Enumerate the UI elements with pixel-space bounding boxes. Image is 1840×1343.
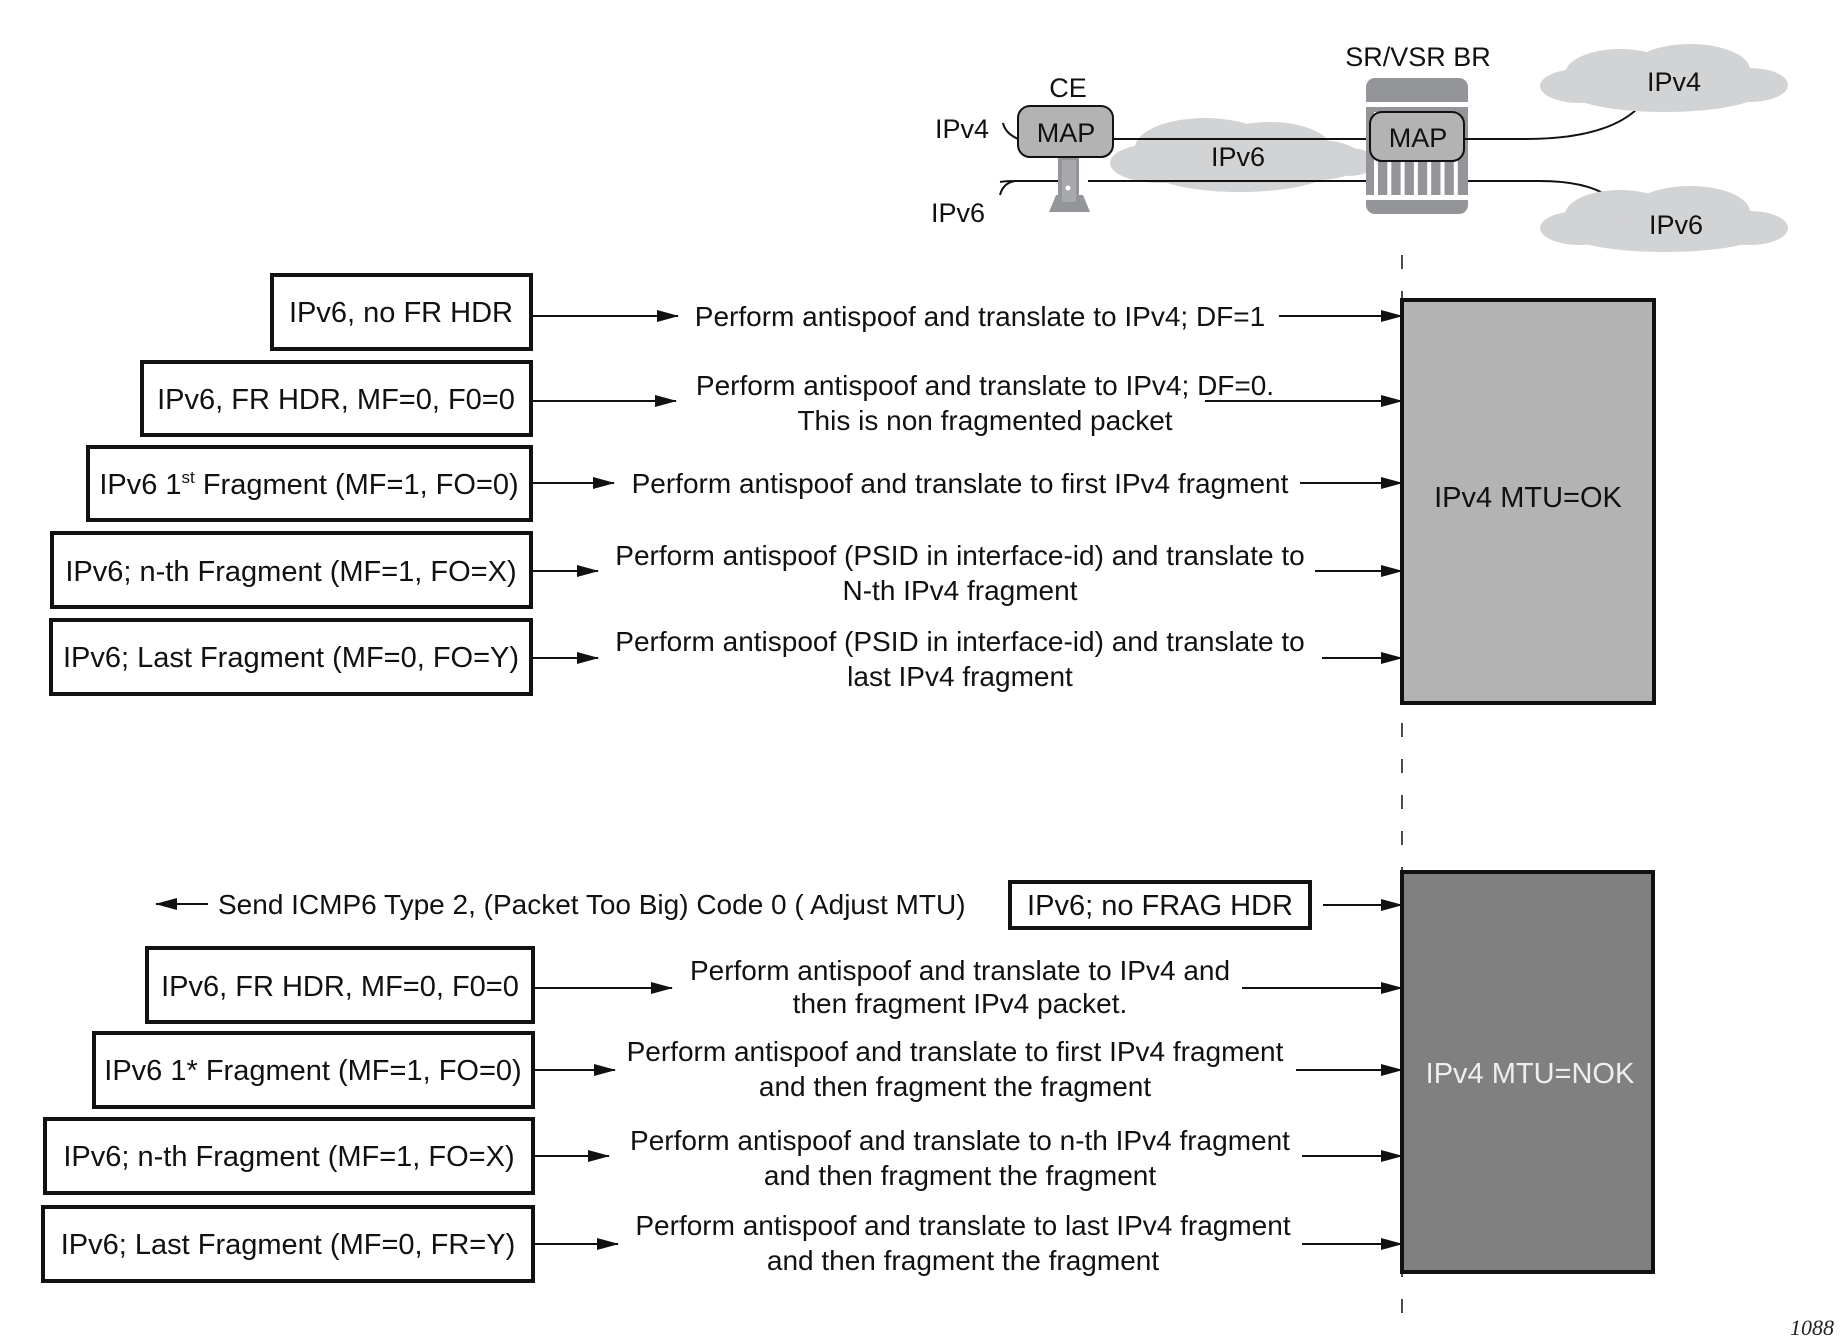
upstream-ipv6-cloud-label: IPv6 xyxy=(1649,210,1703,240)
packet-label: IPv6; Last Fragment (MF=0, FR=Y) xyxy=(61,1229,515,1261)
ce-map-label: MAP xyxy=(1037,118,1096,148)
ok-row: IPv6, FR HDR, MF=0, F0=0 Perform antispo… xyxy=(140,360,1403,437)
upstream-ipv6-cloud-icon xyxy=(1540,186,1788,252)
action-text: Perform antispoof and translate to IPv4;… xyxy=(695,301,1265,332)
ok-row: IPv6; Last Fragment (MF=0, FO=Y) Perform… xyxy=(49,618,1403,696)
action-text-line-2: last IPv4 fragment xyxy=(847,661,1073,692)
packet-label: IPv6; n-th Fragment (MF=1, FO=X) xyxy=(63,1141,514,1173)
br-map-box xyxy=(1369,111,1465,162)
action-text-line-2: This is non fragmented packet xyxy=(797,405,1172,436)
action-text-line-1: Perform antispoof and translate to first… xyxy=(627,1036,1284,1067)
action-text: Perform antispoof and translate to first… xyxy=(632,468,1289,499)
nok-row: IPv6; n-th Fragment (MF=1, FO=X) Perform… xyxy=(43,1117,1403,1195)
action-text-line-1: Perform antispoof (PSID in interface-id)… xyxy=(615,540,1304,571)
ce-ipv6-label: IPv6 xyxy=(931,198,985,228)
figure-number: 1088 xyxy=(1790,1315,1834,1340)
br-to-ipv4-link xyxy=(1524,104,1642,140)
nok-row: IPv6; Last Fragment (MF=0, FR=Y) Perform… xyxy=(41,1205,1403,1283)
packet-box xyxy=(1008,880,1312,930)
action-text-line-1: Perform antispoof (PSID in interface-id)… xyxy=(615,626,1304,657)
ce-label: CE xyxy=(1049,73,1087,103)
network-topology: CE MAP IPv4 IPv6 IPv6 MAP SR/VSR BR IPv4 xyxy=(931,42,1788,252)
section-mtu-nok: IPv4 MTU=NOK Send ICMP6 Type 2, (Packet … xyxy=(41,870,1655,1283)
br-map-label: MAP xyxy=(1389,123,1448,153)
mtu-ok-label: IPv4 MTU=OK xyxy=(1434,482,1622,514)
packet-box xyxy=(92,1031,535,1109)
nok-row: IPv6 1* Fragment (MF=1, FO=0) Perform an… xyxy=(92,1031,1403,1109)
packet-box xyxy=(270,273,533,351)
ok-row: IPv6 1st Fragment (MF=1, FO=0) Perform a… xyxy=(86,445,1403,522)
action-text-line-2: and then fragment the fragment xyxy=(759,1071,1151,1102)
packet-box xyxy=(43,1117,535,1195)
packet-label: IPv6 1* Fragment (MF=1, FO=0) xyxy=(104,1055,521,1087)
section-mtu-ok: IPv4 MTU=OK IPv6, no FR HDR Perform anti… xyxy=(49,273,1656,705)
packet-box xyxy=(86,445,533,522)
upstream-ipv4-cloud-label: IPv4 xyxy=(1647,67,1701,97)
mtu-ok-target-box xyxy=(1400,298,1656,705)
mtu-nok-label: IPv4 MTU=NOK xyxy=(1426,1058,1635,1090)
action-text-line-2: then fragment IPv4 packet. xyxy=(793,988,1128,1019)
packet-label: IPv6, no FR HDR xyxy=(289,297,513,329)
ce-ipv4-label: IPv4 xyxy=(935,114,989,144)
action-text-line-1: Perform antispoof and translate to n-th … xyxy=(630,1125,1290,1156)
icmp-reply-text: Send ICMP6 Type 2, (Packet Too Big) Code… xyxy=(218,889,966,920)
ce-ipv4-lan-link xyxy=(1002,122,1019,140)
action-text-line-1: Perform antispoof and translate to IPv4;… xyxy=(696,370,1274,401)
packet-label: IPv6, FR HDR, MF=0, F0=0 xyxy=(157,384,515,416)
packet-label: IPv6; no FRAG HDR xyxy=(1027,890,1293,922)
action-text-line-2: and then fragment the fragment xyxy=(764,1160,1156,1191)
br-label: SR/VSR BR xyxy=(1345,42,1491,72)
packet-label: IPv6; Last Fragment (MF=0, FO=Y) xyxy=(63,642,519,674)
ok-row: IPv6, no FR HDR Perform antispoof and tr… xyxy=(270,273,1403,351)
upstream-ipv4-cloud-icon xyxy=(1540,44,1788,112)
action-text-line-2: N-th IPv4 fragment xyxy=(843,575,1078,606)
packet-box xyxy=(145,946,535,1024)
core-ipv6-cloud-icon xyxy=(1110,118,1375,192)
packet-label: IPv6; n-th Fragment (MF=1, FO=X) xyxy=(65,556,516,588)
packet-label: IPv6, FR HDR, MF=0, F0=0 xyxy=(161,971,519,1003)
packet-label: IPv6 1st Fragment (MF=1, FO=0) xyxy=(99,468,518,501)
ce-device-icon xyxy=(1017,105,1114,212)
core-cloud-label: IPv6 xyxy=(1211,142,1265,172)
action-text-line-1: Perform antispoof and translate to IPv4 … xyxy=(690,955,1230,986)
packet-box xyxy=(49,618,533,696)
action-text-line-2: and then fragment the fragment xyxy=(767,1245,1159,1276)
action-text-line-1: Perform antispoof and translate to last … xyxy=(635,1210,1290,1241)
nok-row: IPv6; no FRAG HDR xyxy=(1008,880,1403,930)
packet-box xyxy=(140,360,533,437)
nok-row: IPv6, FR HDR, MF=0, F0=0 Perform antispo… xyxy=(145,946,1403,1024)
ok-row: IPv6; n-th Fragment (MF=1, FO=X) Perform… xyxy=(50,531,1403,609)
mtu-nok-target-box xyxy=(1400,870,1655,1274)
